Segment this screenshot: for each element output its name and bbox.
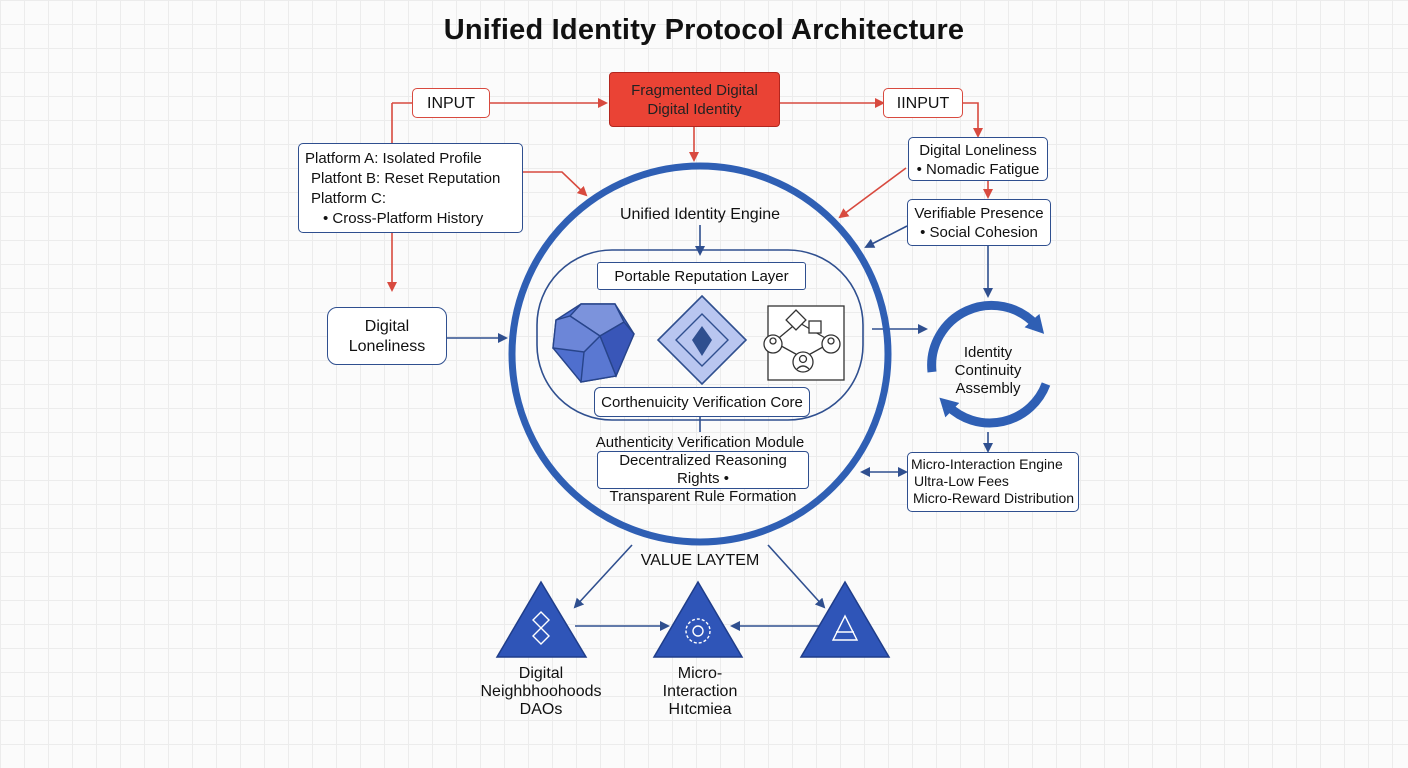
output-label-neighborhoods: Digital Neighbhoohoods DAOs [466, 665, 616, 719]
continuity-line-2: Continuity [954, 362, 1022, 379]
micro-engine-line-1: Micro-Interaction Engine [911, 456, 1063, 472]
verification-module-box: Decentralized Reasoning Rights • Transpa… [597, 451, 809, 505]
input-right-box: IINPUT [883, 88, 963, 118]
output-2-line-3: Hıtcmiea [668, 701, 732, 718]
hexagon-gem-icon [552, 303, 635, 383]
output-label-micro-interaction: Micro- Interaction Hıtcmiea [630, 665, 770, 719]
right-triangle-icon [799, 580, 891, 658]
arrow-platforms-to-circle [523, 171, 588, 197]
continuity-line-3: Assembly [955, 380, 1021, 397]
output-1-line-1: Digital [518, 665, 564, 682]
diamond-icon [656, 294, 748, 386]
unified-engine-circle [508, 162, 892, 546]
digital-loneliness-right-box: Digital Loneliness • Nomadic Fatigue [908, 137, 1048, 181]
verification-core-box: Corthenuicity Verification Core [594, 387, 810, 417]
red-connectors [387, 98, 993, 292]
output-2-line-2: Interaction [662, 683, 738, 700]
output-1-line-2: Neighbhoohoods [480, 683, 602, 700]
module-line-2: Transparent Rule Formation [609, 488, 797, 505]
output-2-line-1: Micro- [677, 665, 723, 682]
input-left-label: INPUT [427, 95, 475, 112]
platform-c: Platform C: [311, 190, 387, 207]
right-box-1-line-2: • Nomadic Fatigue [916, 161, 1040, 178]
fragmented-line-1: Fragmented Digital [631, 82, 758, 99]
continuity-line-1: Identity [963, 344, 1013, 361]
micro-engine-line-2: Ultra-Low Fees [914, 473, 1009, 489]
loneliness-line-1: Digital [364, 318, 410, 335]
loneliness-line-2: Loneliness [348, 338, 426, 355]
continuity-cycle-icon [927, 300, 1051, 428]
module-line-1: Decentralized Reasoning Rights • [619, 452, 787, 487]
platform-b: Platfont B: Reset Reputation [311, 170, 501, 187]
continuity-label: Identity Continuity Assembly [928, 344, 1048, 398]
arrow-rightbox-to-circle [838, 167, 907, 219]
micro-engine-line-3: Micro-Reward Distribution [913, 490, 1075, 506]
module-title: Authenticity Verification Module [595, 434, 805, 451]
line-input-left-down [391, 102, 412, 145]
middle-triangle-icon [652, 580, 744, 658]
verification-core-label: Corthenuicity Verification Core [601, 394, 803, 411]
fragmented-line-2: Digital Identity [647, 101, 742, 118]
reputation-layer-box: Portable Reputation Layer [597, 262, 806, 290]
left-triangle-icon [495, 580, 588, 658]
input-right-label: IINPUT [896, 95, 950, 112]
blue-connectors [447, 225, 993, 631]
verifiable-presence-box: Verifiable Presence • Social Cohesion [907, 199, 1051, 246]
platform-c-history: • Cross-Platform History [323, 210, 484, 227]
platforms-box: Platform A: Isolated Profile Platfont B:… [298, 143, 523, 233]
platform-a: Platform A: Isolated Profile [305, 150, 482, 167]
output-1-line-3: DAOs [519, 701, 563, 718]
reputation-layer-frame [536, 249, 864, 421]
arrow-right-input-to-box [963, 102, 983, 138]
digital-loneliness-box: Digital Loneliness [327, 307, 447, 365]
value-layer-label: VALUE LAYTEM [640, 552, 760, 569]
diagram-title: Unified Identity Protocol Architecture [443, 14, 965, 46]
reputation-layer-label: Portable Reputation Layer [614, 268, 789, 285]
right-box-2-line-1: Verifiable Presence [914, 205, 1044, 222]
engine-title: Unified Identity Engine [619, 206, 781, 223]
input-left-box: INPUT [412, 88, 490, 118]
arrow-circle-to-right-triangle [767, 544, 826, 609]
arrow-presence-to-circle [864, 225, 908, 248]
fragmented-identity-box: Fragmented Digital Digital Identity [609, 72, 780, 127]
micro-interaction-engine-box: Micro-Interaction Engine Ultra-Low Fees … [907, 452, 1079, 512]
right-box-2-line-2: • Social Cohesion [920, 224, 1038, 241]
right-box-1-line-1: Digital Loneliness [919, 142, 1037, 159]
arrow-circle-to-left-triangle [573, 544, 633, 609]
network-people-icon [763, 305, 845, 381]
